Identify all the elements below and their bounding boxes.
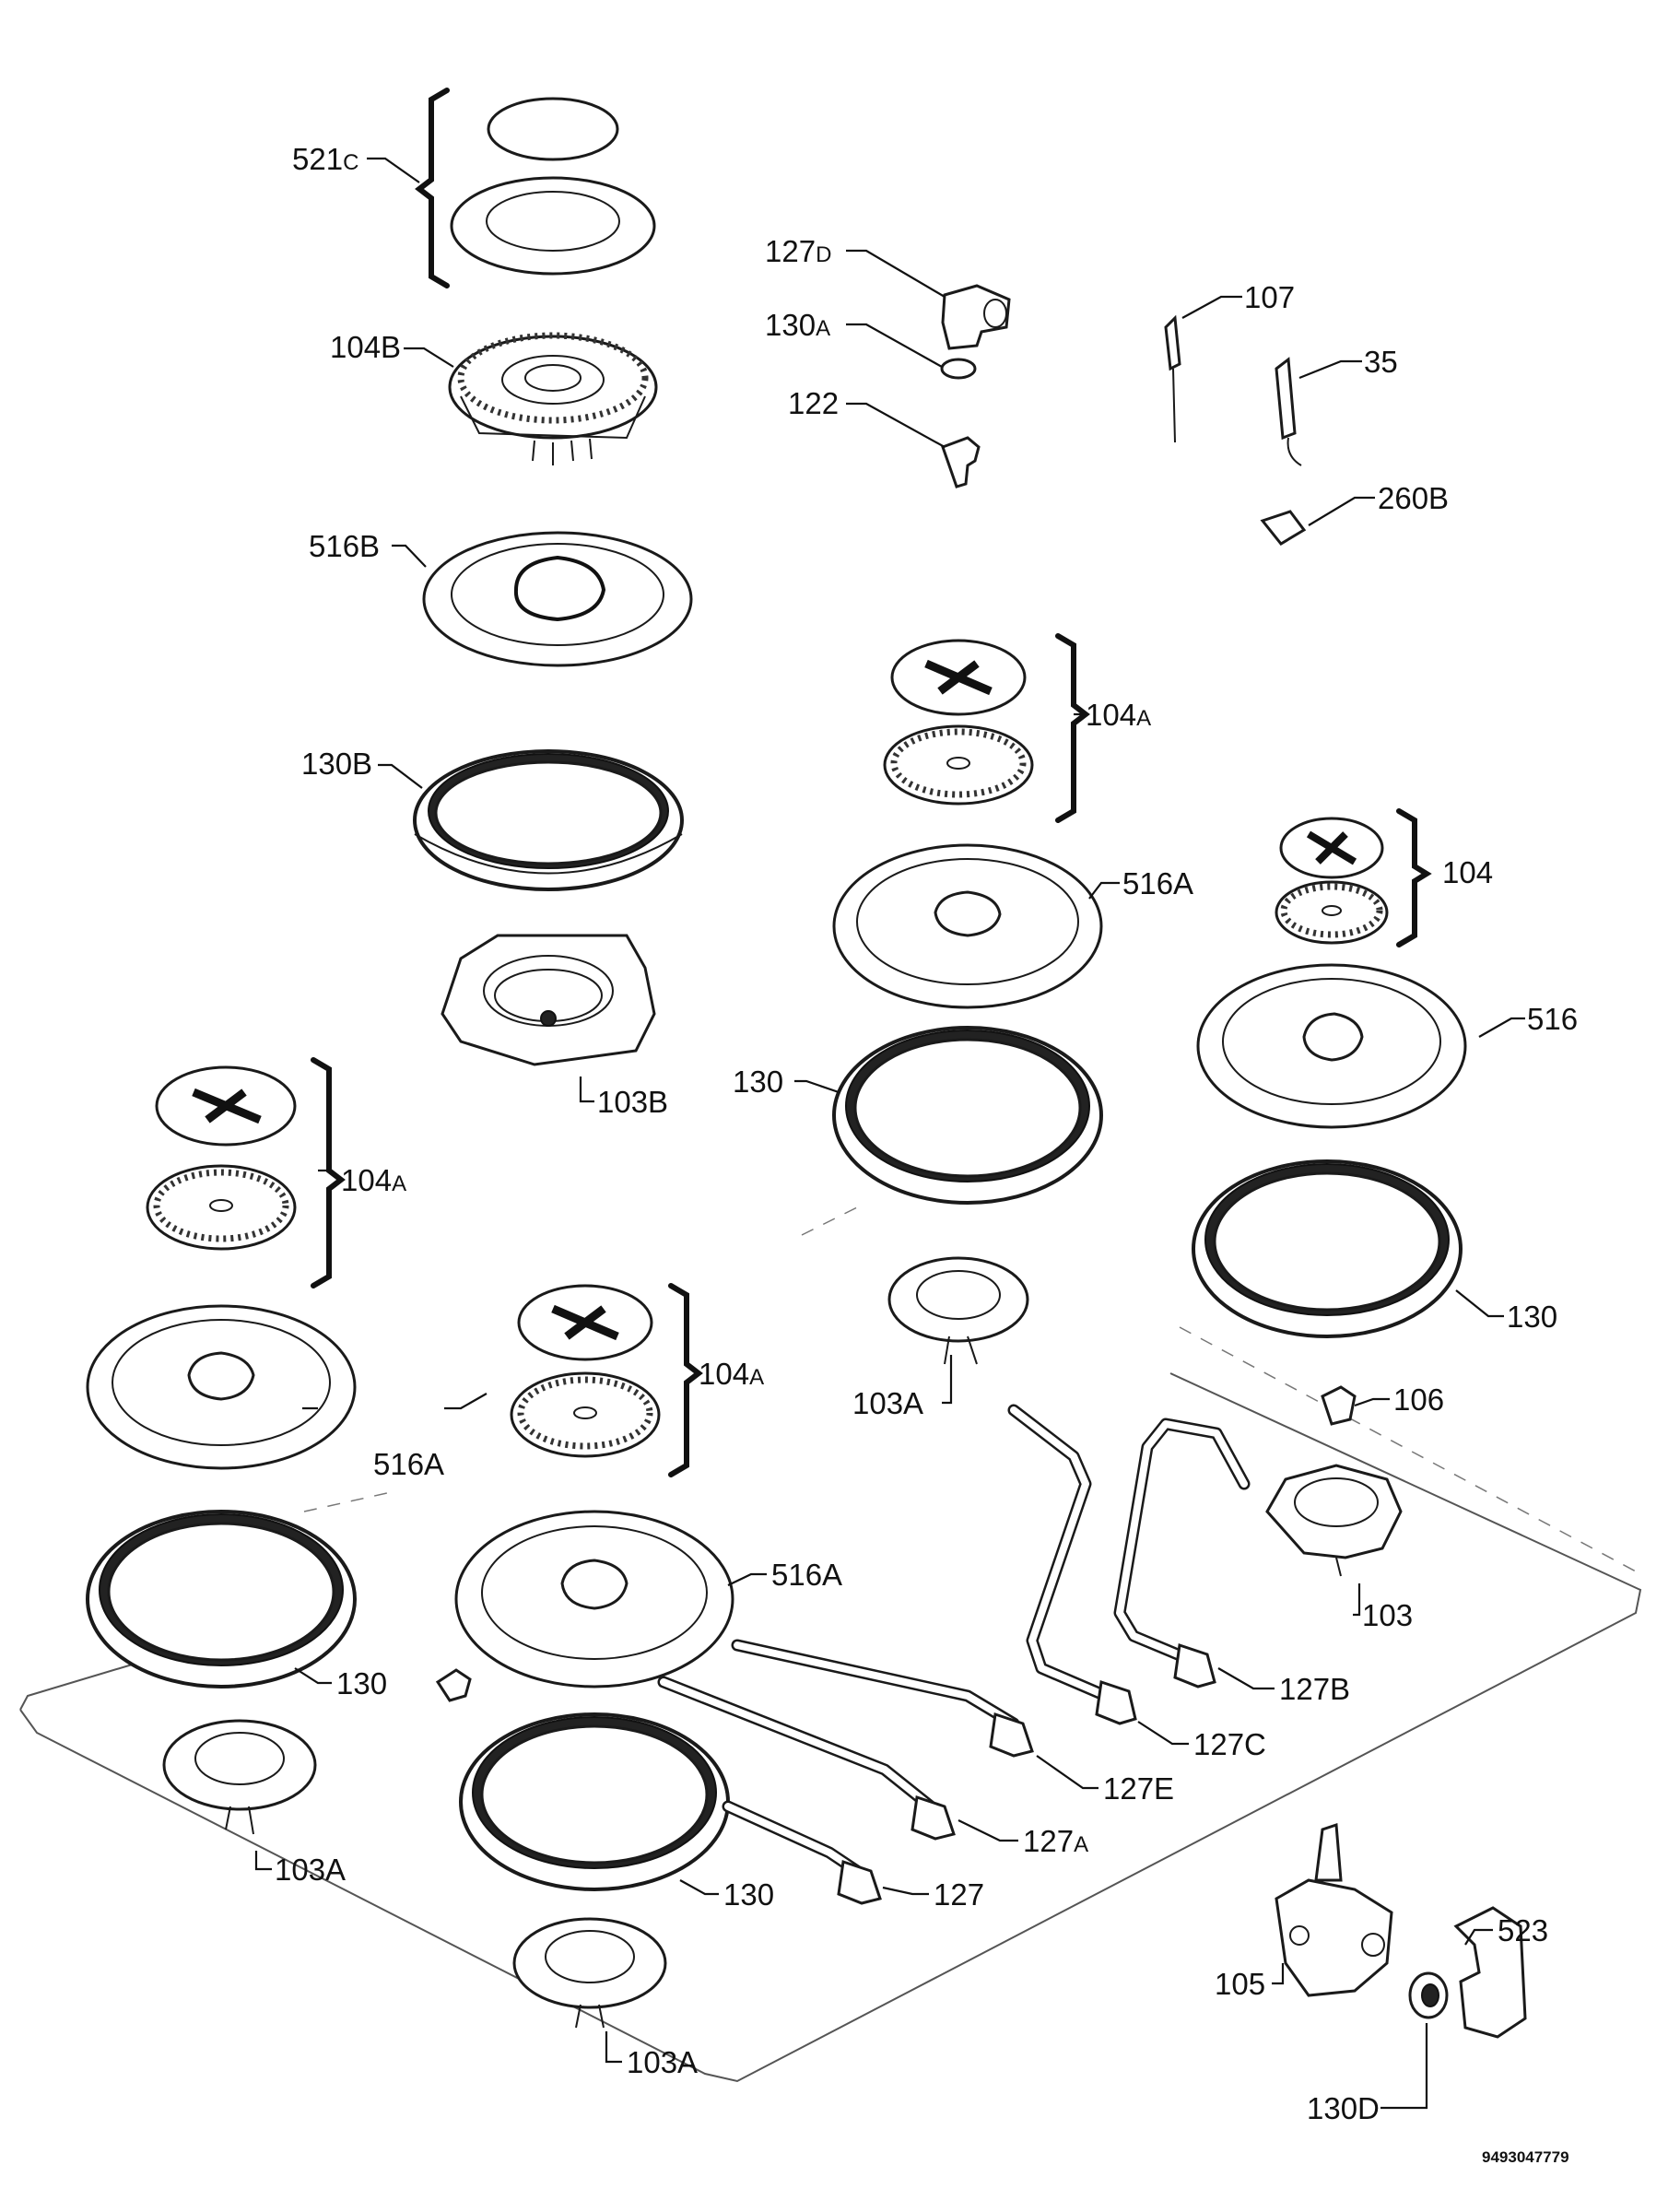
gas-pipe-127 bbox=[722, 1800, 882, 1905]
gas-pipe-127b bbox=[1113, 1418, 1251, 1688]
seal-ring-130-mid bbox=[832, 1026, 1103, 1205]
burner-ring-516 bbox=[1196, 963, 1467, 1129]
gas-valve-105 bbox=[1275, 1822, 1393, 1997]
burner-cap-104a-left bbox=[155, 1065, 297, 1147]
label-516a-front: 516A bbox=[771, 1558, 842, 1592]
gas-pipe-127a bbox=[657, 1676, 956, 1841]
label-103b: 103B bbox=[597, 1085, 668, 1119]
label-106: 106 bbox=[1393, 1382, 1444, 1417]
burner-cap-small-521c bbox=[487, 97, 619, 161]
bracket-521c bbox=[415, 88, 450, 288]
burner-cap-104a-top bbox=[890, 639, 1027, 716]
label-127d: 127D bbox=[765, 234, 831, 268]
burner-head-104a-left bbox=[146, 1164, 297, 1251]
label-104: 104 bbox=[1442, 855, 1493, 889]
label-521c: 521C bbox=[292, 142, 358, 176]
label-103a-front: 103A bbox=[627, 2045, 698, 2079]
label-130b: 130B bbox=[301, 747, 372, 781]
clip-523 bbox=[1453, 1906, 1527, 2039]
label-127a: 127A bbox=[1023, 1824, 1088, 1858]
bracket-104a-center bbox=[668, 1283, 703, 1477]
burner-cap-104a-center bbox=[517, 1284, 653, 1361]
washer-130a bbox=[940, 358, 977, 380]
burner-base-103a-front bbox=[512, 1917, 667, 2029]
label-130-front: 130 bbox=[723, 1877, 774, 1912]
label-127b: 127B bbox=[1279, 1672, 1350, 1706]
bracket-104a-top bbox=[1055, 633, 1090, 823]
label-103: 103 bbox=[1362, 1598, 1413, 1632]
label-516: 516 bbox=[1527, 1002, 1578, 1036]
burner-ring-516b bbox=[422, 531, 693, 667]
hob-plate-outline bbox=[19, 1206, 1642, 2083]
clip-260b bbox=[1260, 510, 1307, 546]
seal-ring-130-front bbox=[459, 1712, 730, 1891]
label-130a: 130A bbox=[765, 308, 830, 342]
label-130-left: 130 bbox=[336, 1666, 387, 1700]
leader-lines bbox=[254, 157, 1525, 2110]
burner-base-103b bbox=[441, 934, 656, 1066]
ignition-electrode-35 bbox=[1275, 357, 1302, 466]
burner-ring-516a-left bbox=[86, 1304, 357, 1470]
label-127c: 127C bbox=[1193, 1727, 1266, 1761]
seal-ring-130b bbox=[413, 749, 684, 891]
label-105: 105 bbox=[1215, 1967, 1265, 2001]
injector-122 bbox=[941, 436, 981, 488]
label-260b: 260B bbox=[1378, 481, 1449, 515]
bracket-104 bbox=[1396, 808, 1432, 947]
label-103a-mid: 103A bbox=[852, 1386, 923, 1420]
burner-ring-516a-mid bbox=[832, 843, 1103, 1009]
label-127e: 127E bbox=[1103, 1771, 1174, 1806]
washer-130d bbox=[1408, 1971, 1449, 2019]
label-104a-top: 104A bbox=[1086, 698, 1151, 732]
label-104a-left: 104A bbox=[341, 1163, 406, 1197]
elbow-connector-127d bbox=[941, 284, 1011, 350]
burner-head-104a-center bbox=[510, 1371, 661, 1458]
label-523: 523 bbox=[1498, 1913, 1548, 1947]
bracket-104a-left bbox=[311, 1057, 346, 1288]
thermocouple-107 bbox=[1164, 314, 1181, 443]
label-107: 107 bbox=[1244, 280, 1295, 314]
gas-pipe-127c bbox=[1007, 1404, 1137, 1725]
label-130d: 130D bbox=[1307, 2091, 1380, 2125]
label-516a-mid: 516A bbox=[1122, 866, 1193, 900]
burner-base-103 bbox=[1265, 1464, 1403, 1577]
label-104a-center: 104A bbox=[699, 1357, 764, 1391]
label-103a-left: 103A bbox=[275, 1853, 346, 1887]
document-number: 9493047779 bbox=[1482, 2148, 1569, 2166]
small-nut-left bbox=[435, 1668, 472, 1702]
burner-base-103a-left bbox=[162, 1719, 317, 1835]
label-122: 122 bbox=[788, 386, 839, 420]
label-130-right: 130 bbox=[1507, 1300, 1557, 1334]
burner-head-104a-top bbox=[883, 724, 1034, 806]
seal-ring-130-left bbox=[86, 1510, 357, 1688]
label-130-mid: 130 bbox=[733, 1065, 783, 1099]
label-516a-left: 516A bbox=[373, 1447, 444, 1481]
nut-106 bbox=[1321, 1385, 1357, 1426]
burner-cap-104 bbox=[1279, 817, 1384, 879]
gas-pipe-127e bbox=[731, 1639, 1034, 1758]
label-516b: 516B bbox=[309, 529, 380, 563]
burner-ring-516a-front bbox=[454, 1510, 734, 1688]
seal-ring-130-right bbox=[1192, 1159, 1463, 1338]
burner-base-103a-mid bbox=[887, 1256, 1029, 1365]
burner-head-104 bbox=[1275, 880, 1389, 945]
burner-head-104b bbox=[448, 332, 658, 465]
label-104b: 104B bbox=[330, 330, 401, 364]
burner-ring-521c bbox=[450, 176, 656, 276]
label-127: 127 bbox=[934, 1877, 984, 1912]
label-35: 35 bbox=[1364, 345, 1398, 379]
